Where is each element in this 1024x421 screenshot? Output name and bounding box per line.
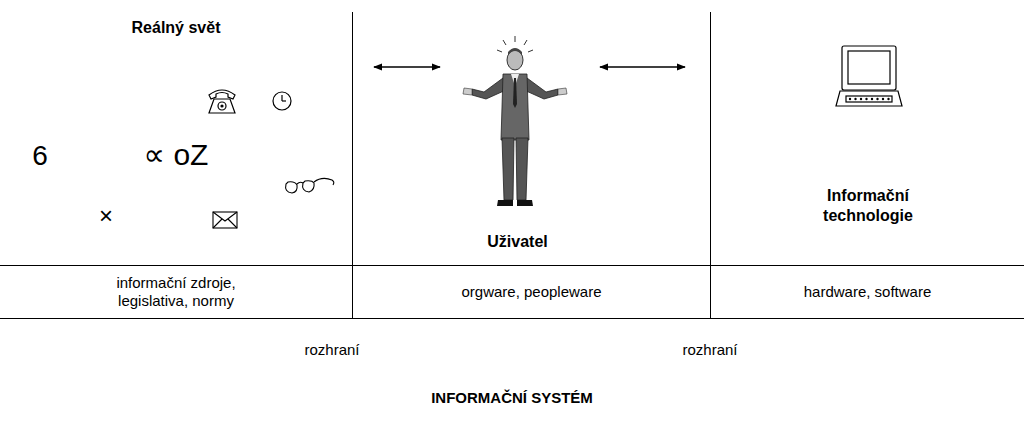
- double-arrow: [600, 66, 685, 68]
- telephone-icon: [209, 90, 235, 113]
- layer-cell: hardware, software: [711, 266, 1024, 318]
- keyboard-key: [871, 98, 873, 100]
- divider-line: [710, 12, 711, 318]
- keyboard-keys: [849, 98, 890, 100]
- panel-heading: Reálný svět: [132, 18, 221, 38]
- diagram-title: INFORMAČNÍ SYSTÉM: [431, 389, 593, 406]
- row-line: [0, 265, 1024, 266]
- symbol-text: 6: [32, 142, 48, 170]
- interface-label: rozhraní: [304, 342, 359, 357]
- layer-cell: orgware, peopleware: [353, 266, 710, 318]
- keyboard-key: [849, 98, 851, 100]
- keyboard-key: [876, 98, 878, 100]
- computer-icon: [836, 46, 902, 106]
- interface-label: rozhraní: [682, 342, 737, 357]
- keyboard-key: [860, 98, 862, 100]
- cell-text: hardware, software: [804, 283, 932, 301]
- envelope-icon: [213, 212, 237, 228]
- world-panel: Reálný svět: [0, 12, 352, 265]
- keyboard-key: [887, 98, 889, 100]
- keyboard-key: [882, 98, 884, 100]
- layer-cell: informační zdroje, legislativa, normy: [0, 266, 352, 318]
- panel-heading: Informační technologie: [798, 186, 938, 226]
- double-arrow: [374, 66, 440, 68]
- clock-icon: [273, 92, 291, 110]
- divider-line: [352, 12, 353, 318]
- keyboard-key: [865, 98, 867, 100]
- user-panel: Uživatel: [450, 30, 585, 256]
- symbol-text: ×: [99, 204, 113, 228]
- cell-text: orgware, peopleware: [461, 283, 601, 301]
- user-figure: [463, 36, 567, 206]
- grid-lines: [0, 12, 1024, 319]
- keyboard-key: [854, 98, 856, 100]
- cell-text: informační zdroje, legislativa, normy: [91, 274, 261, 310]
- glasses-icon: [286, 178, 334, 193]
- row-line: [0, 318, 1024, 319]
- panel-heading: Uživatel: [487, 232, 547, 252]
- symbol-text: ∝ oZ: [144, 140, 209, 170]
- technology-panel: Informační technologie: [712, 30, 1024, 230]
